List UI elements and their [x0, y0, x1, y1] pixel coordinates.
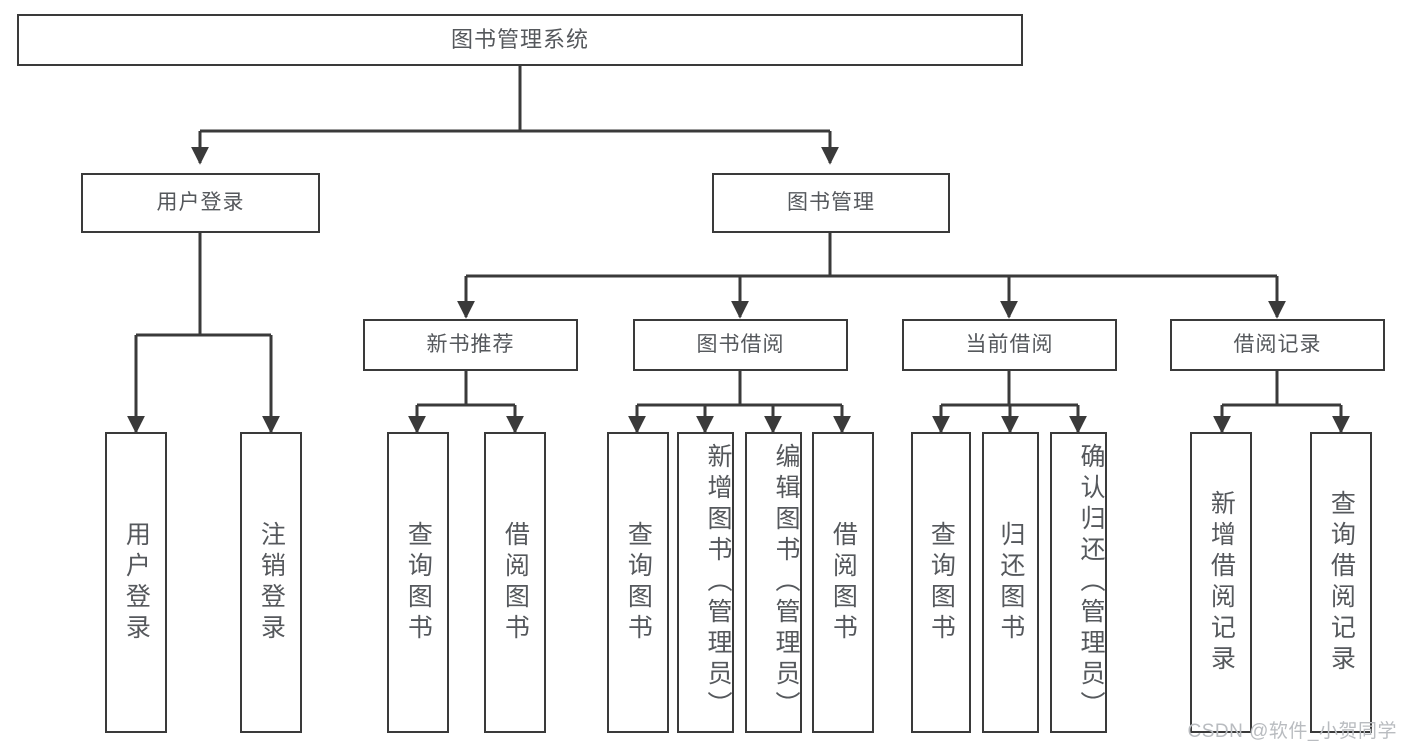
- node-book-borrow[interactable]: 图书借阅: [633, 319, 848, 371]
- watermark-text: CSDN @软件_小贺同学: [1187, 721, 1397, 742]
- node-label: 新增图书（管理员）: [704, 443, 732, 722]
- leaf-query-book-new-rec[interactable]: 查询图书: [387, 432, 449, 733]
- leaf-add-borrow-record[interactable]: 新增借阅记录: [1190, 432, 1252, 733]
- node-label: 查询图书: [927, 520, 956, 645]
- node-label: 图书管理: [787, 190, 875, 214]
- leaf-query-borrow-record[interactable]: 查询借阅记录: [1310, 432, 1372, 733]
- node-label: 注销登录: [257, 520, 286, 645]
- node-label: 借阅图书: [829, 520, 858, 645]
- node-new-book-recommend[interactable]: 新书推荐: [363, 319, 578, 371]
- leaf-add-book-admin[interactable]: 新增图书（管理员）: [677, 432, 734, 733]
- leaf-query-book-current[interactable]: 查询图书: [911, 432, 971, 733]
- node-book-management[interactable]: 图书管理: [712, 173, 950, 233]
- node-label: 归还图书: [996, 520, 1025, 645]
- node-label: 用户登录: [156, 190, 245, 214]
- leaf-logout-login[interactable]: 注销登录: [240, 432, 302, 733]
- node-borrow-record[interactable]: 借阅记录: [1170, 319, 1385, 371]
- node-label: 借阅记录: [1233, 332, 1322, 356]
- leaf-query-book-borrow[interactable]: 查询图书: [607, 432, 669, 733]
- node-user-login[interactable]: 用户登录: [81, 173, 320, 233]
- node-label: 编辑图书（管理员）: [772, 443, 800, 722]
- node-current-borrow[interactable]: 当前借阅: [902, 319, 1117, 371]
- leaf-confirm-return-admin[interactable]: 确认归还（管理员）: [1050, 432, 1107, 733]
- node-label: 新书推荐: [426, 332, 515, 356]
- node-root-book-management-system[interactable]: 图书管理系统: [17, 14, 1023, 66]
- node-label: 用户登录: [122, 520, 151, 645]
- node-label: 图书管理系统: [450, 27, 589, 53]
- node-label: 确认归还（管理员）: [1077, 443, 1105, 722]
- leaf-return-book[interactable]: 归还图书: [982, 432, 1039, 733]
- node-label: 查询借阅记录: [1327, 489, 1356, 676]
- node-label: 图书借阅: [696, 332, 785, 356]
- leaf-user-login[interactable]: 用户登录: [105, 432, 167, 733]
- node-label: 借阅图书: [501, 520, 530, 645]
- leaf-borrow-book-new-rec[interactable]: 借阅图书: [484, 432, 546, 733]
- node-label: 新增借阅记录: [1207, 489, 1236, 676]
- node-label: 查询图书: [404, 520, 433, 645]
- leaf-edit-book-admin[interactable]: 编辑图书（管理员）: [745, 432, 802, 733]
- leaf-borrow-book-borrow[interactable]: 借阅图书: [812, 432, 874, 733]
- node-label: 查询图书: [624, 520, 653, 645]
- node-label: 当前借阅: [965, 332, 1054, 356]
